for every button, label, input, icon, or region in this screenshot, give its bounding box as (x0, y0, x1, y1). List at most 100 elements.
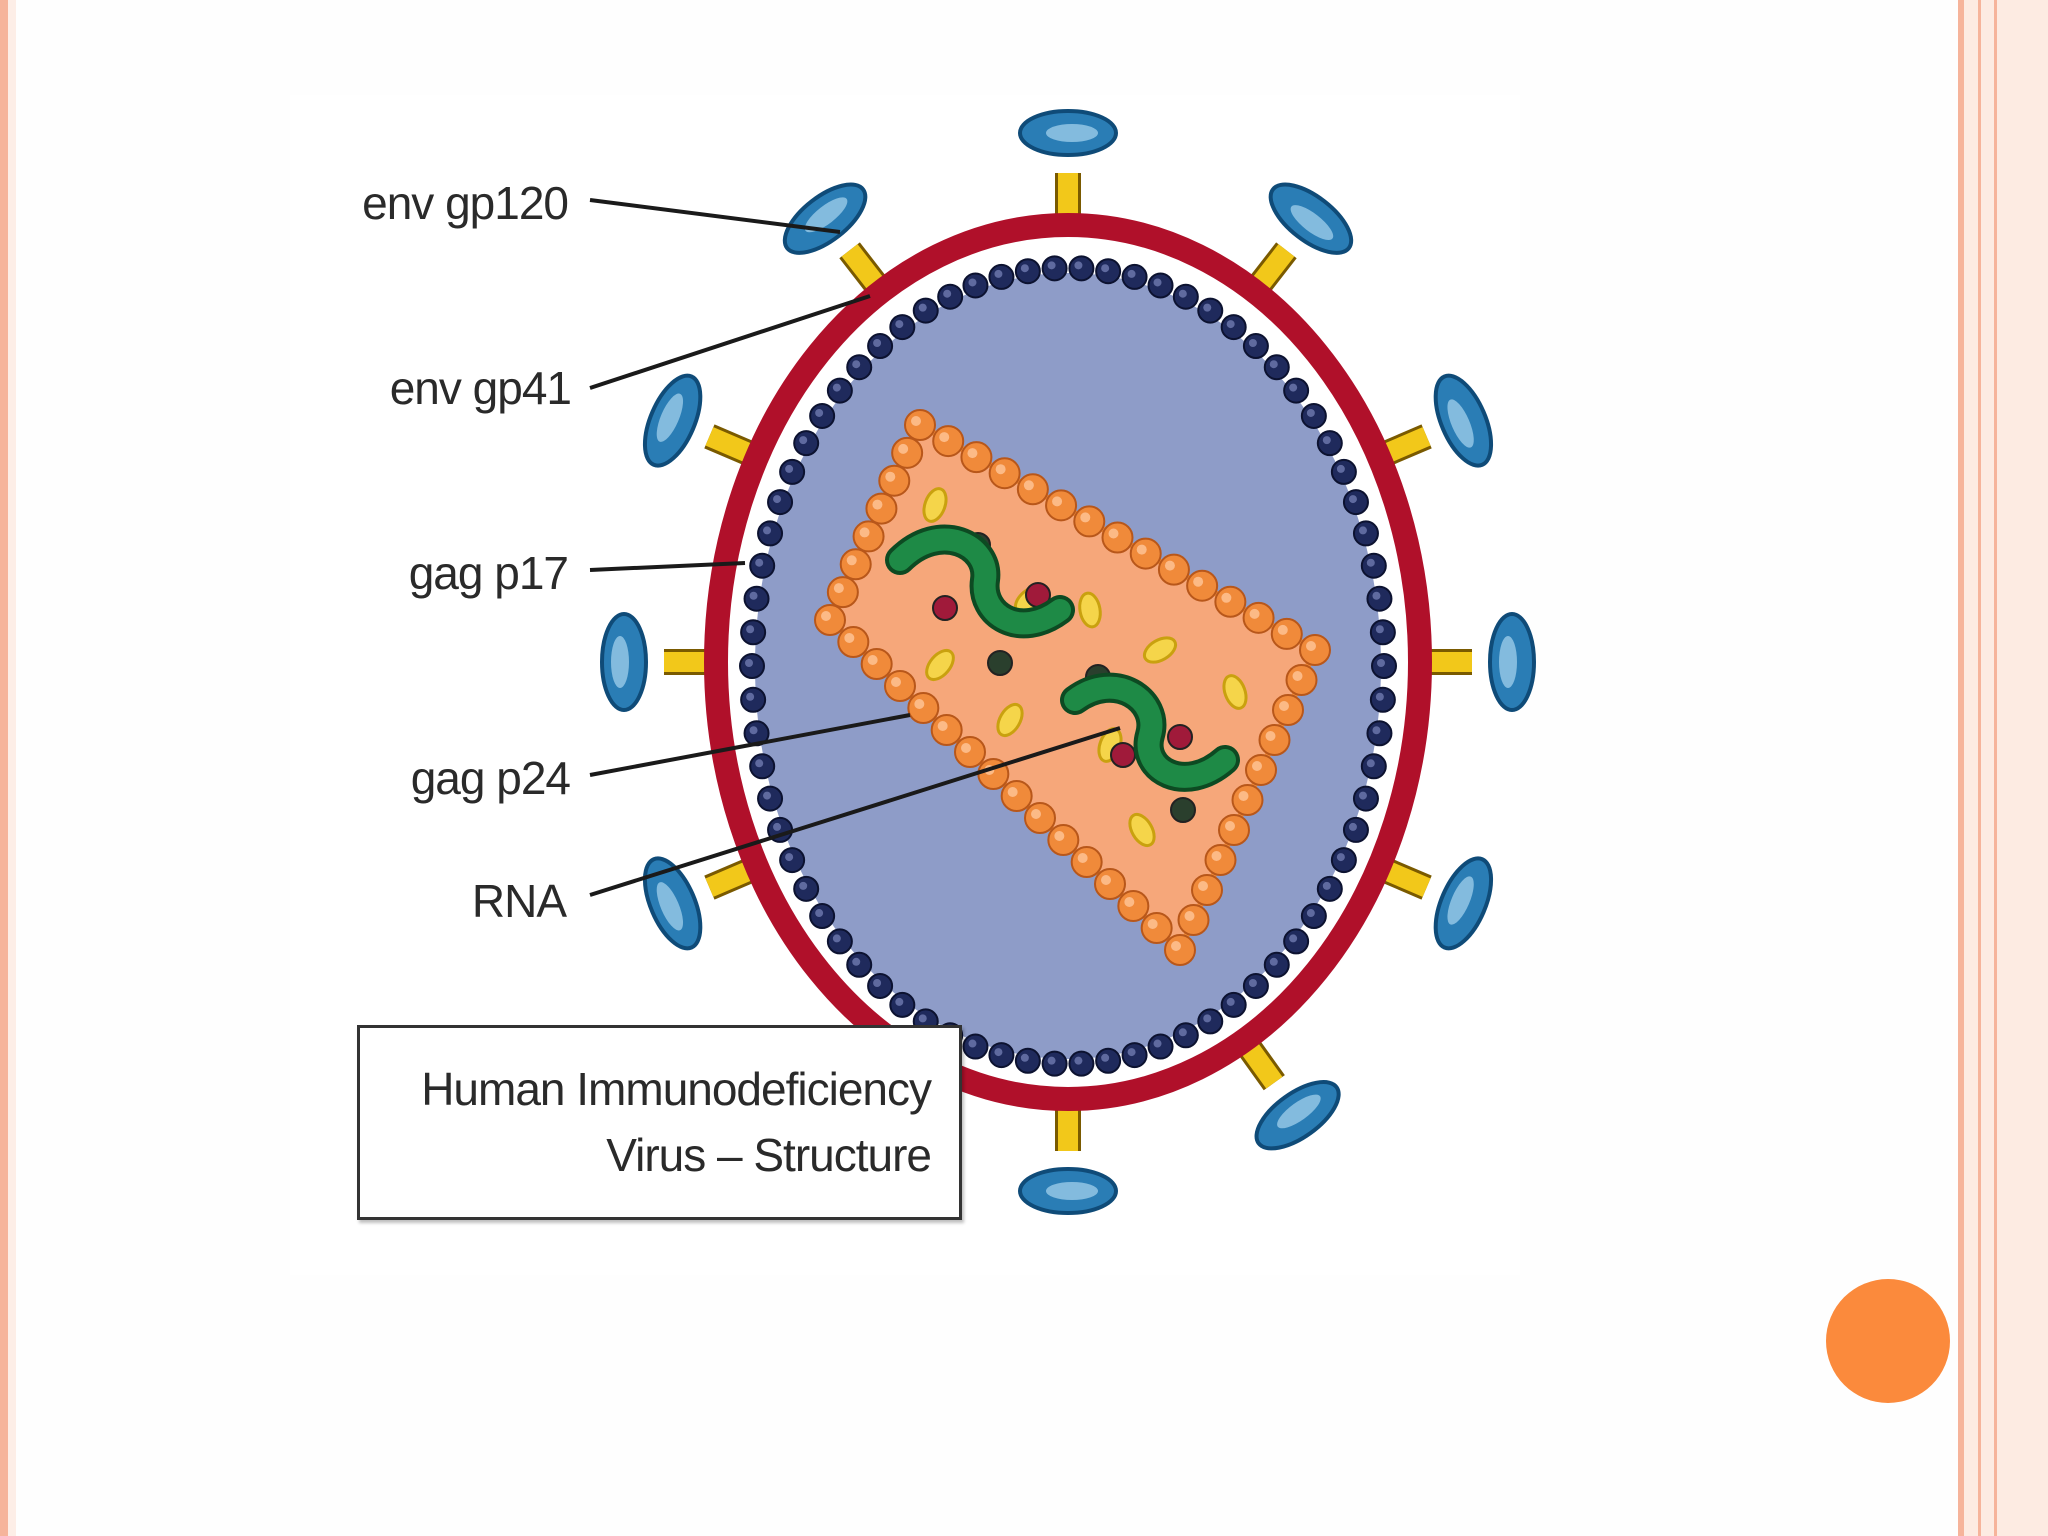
capsid-bead (907, 692, 940, 724)
enzyme-oval (925, 648, 955, 682)
capsid-bead (1258, 724, 1291, 756)
capsid-bead-highlight (1101, 875, 1111, 885)
label-gag-p17: gag p17 (408, 547, 569, 599)
matrix-bead-highlight (1348, 822, 1357, 831)
capsid-bead-highlight (891, 677, 901, 687)
capsid-bead (1117, 890, 1150, 922)
spike-head-highlight (1046, 1182, 1098, 1200)
capsid-bead (904, 409, 936, 441)
matrix-bead-highlight (1020, 1053, 1029, 1062)
enzyme-dot (1110, 742, 1136, 768)
matrix-bead (962, 1033, 989, 1060)
matrix-bead-highlight (918, 303, 927, 312)
matrix-bead (1121, 1042, 1148, 1069)
matrix-bead (743, 585, 770, 612)
spike-head-highlight (656, 393, 684, 442)
capsid-bead-highlight (1211, 851, 1222, 861)
capsid-bead-highlight (833, 583, 844, 594)
matrix-bead-highlight (785, 853, 794, 862)
matrix-bead (1068, 255, 1095, 282)
matrix-bead (1095, 1047, 1122, 1074)
matrix-bead (1360, 552, 1387, 579)
matrix-bead (740, 619, 767, 646)
matrix-bead-highlight (799, 881, 808, 890)
capsid-bead-highlight (1238, 791, 1249, 801)
matrix-protein-layer (739, 255, 1397, 1077)
matrix-bead-highlight (994, 269, 1003, 278)
matrix-bead (1283, 377, 1310, 404)
matrix-bead (1283, 928, 1310, 955)
capsid-protein-beads (814, 409, 1331, 966)
capsid-bead (1140, 912, 1173, 944)
matrix-bead-highlight (873, 339, 882, 348)
matrix-bead (1316, 875, 1343, 902)
capsid-bead (839, 548, 872, 581)
capsid-bead-highlight (872, 499, 883, 510)
matrix-bead (1263, 354, 1290, 381)
capsid-bead (1299, 634, 1331, 666)
matrix-bead (1330, 458, 1357, 485)
matrix-bead-highlight (1226, 320, 1235, 329)
matrix-bead (779, 847, 806, 874)
matrix-bead (826, 377, 853, 404)
matrix-bead (867, 972, 894, 999)
slide-frame-left (0, 0, 16, 1536)
matrix-bead-highlight (1127, 1048, 1136, 1057)
capsid-bead-highlight (1306, 641, 1316, 651)
capsid-bead (1070, 846, 1103, 878)
rna-strand (1064, 676, 1236, 788)
matrix-bead (779, 458, 806, 485)
matrix-bead (1263, 951, 1290, 978)
matrix-bead (988, 1042, 1015, 1069)
matrix-bead (1369, 686, 1396, 713)
enzyme-oval (1128, 812, 1156, 848)
capsid-bead-highlight (885, 471, 896, 482)
capsid-bead-highlight (939, 432, 950, 443)
capsid-bead-highlight (1080, 512, 1091, 523)
capsid-bead (1242, 601, 1275, 634)
matrix-bead-highlight (1358, 791, 1367, 800)
matrix-bead (889, 314, 916, 341)
capsid-bead (1177, 904, 1210, 936)
matrix-bead-highlight (749, 726, 758, 735)
matrix-bead (1371, 653, 1397, 679)
matrix-bead-highlight (763, 791, 772, 800)
title-line-1: Human Immunodeficiency (421, 1063, 932, 1115)
matrix-bead-highlight (1047, 261, 1056, 270)
matrix-bead (1041, 1050, 1068, 1077)
capsid-bead-highlight (821, 611, 831, 621)
capsid-bead (988, 457, 1021, 490)
matrix-bead-highlight (1248, 978, 1257, 987)
matrix-bead-highlight (773, 822, 782, 831)
capsid-bead-highlight (898, 443, 909, 454)
matrix-bead-highlight (1289, 934, 1298, 943)
spike-head-highlight (1277, 1094, 1321, 1129)
matrix-bead-highlight (1348, 495, 1357, 504)
matrix-bead (757, 785, 784, 812)
capsid-bead-highlight (859, 527, 870, 538)
matrix-bead-highlight (1322, 881, 1331, 890)
matrix-bead (1369, 619, 1396, 646)
enzyme-oval (1078, 591, 1102, 629)
leader-line-gp41 (589, 294, 871, 390)
matrix-bead (1121, 263, 1148, 290)
enzyme-oval (922, 487, 948, 523)
matrix-bead-highlight (1203, 1014, 1212, 1023)
matrix-bead (1316, 430, 1343, 457)
matrix-bead-highlight (1269, 360, 1278, 369)
capsid-bead-highlight (1249, 608, 1260, 619)
matrix-bead-highlight (1377, 659, 1385, 667)
spike-head-highlight (1447, 399, 1474, 448)
matrix-bead (889, 991, 916, 1018)
matrix-bead (1360, 753, 1387, 780)
capsid-bead (1016, 473, 1049, 506)
matrix-bead (912, 297, 939, 324)
matrix-bead (749, 552, 776, 579)
capsid-bead (954, 736, 986, 768)
capsid-bead-highlight (846, 555, 857, 566)
capsid-bead (1218, 814, 1250, 846)
capsid-bead-highlight (1252, 761, 1262, 771)
matrix-bead (1041, 255, 1068, 282)
matrix-bead-highlight (1153, 278, 1162, 287)
